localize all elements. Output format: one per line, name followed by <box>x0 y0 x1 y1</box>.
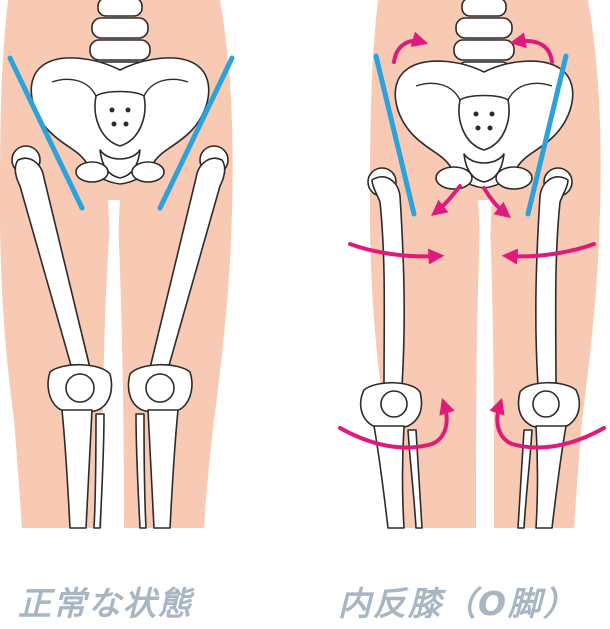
bow-legs-lower-leg-left <box>373 425 423 529</box>
bow-legs-knee-left <box>359 381 423 430</box>
normal-alignment-line-left <box>7 55 85 211</box>
bow-legs-alignment-line-left <box>373 53 417 217</box>
hip-arrow-inner-right <box>482 186 511 218</box>
bow-legs-lower-leg-right <box>517 425 567 529</box>
normal-knee-left <box>47 363 113 414</box>
bow-legs-rotation-arrows <box>338 31 606 450</box>
bow-legs-femur-left <box>367 167 405 396</box>
normal-lower-leg-right <box>135 409 179 529</box>
hip-arrow-inner-left <box>431 184 462 216</box>
pelvis-tilt-arrow-left <box>392 31 429 64</box>
bow-legs-pelvis <box>394 60 574 190</box>
bow-legs-alignment-line-right <box>525 53 569 217</box>
bow-legs-femur-right <box>535 167 573 396</box>
normal-figure <box>0 0 235 529</box>
bow-legs-knee-right <box>517 381 581 430</box>
caption-bow-legs: 内反膝（O脚） <box>338 584 579 623</box>
knee-rotation-arrow-right <box>489 397 606 450</box>
normal-lower-leg-left <box>61 409 105 529</box>
pelvis-tilt-arrow-right <box>509 32 554 64</box>
normal-knee-right <box>127 363 193 414</box>
caption-normal: 正常な状態 <box>18 584 193 623</box>
bow-legs-figure <box>338 0 606 529</box>
thigh-internal-rotation-arrow-right <box>501 242 596 265</box>
normal-alignment-line-right <box>157 55 235 211</box>
thigh-internal-rotation-arrow-left <box>348 242 445 265</box>
knee-rotation-arrow-left <box>338 397 455 450</box>
normal-pelvis <box>30 57 210 185</box>
